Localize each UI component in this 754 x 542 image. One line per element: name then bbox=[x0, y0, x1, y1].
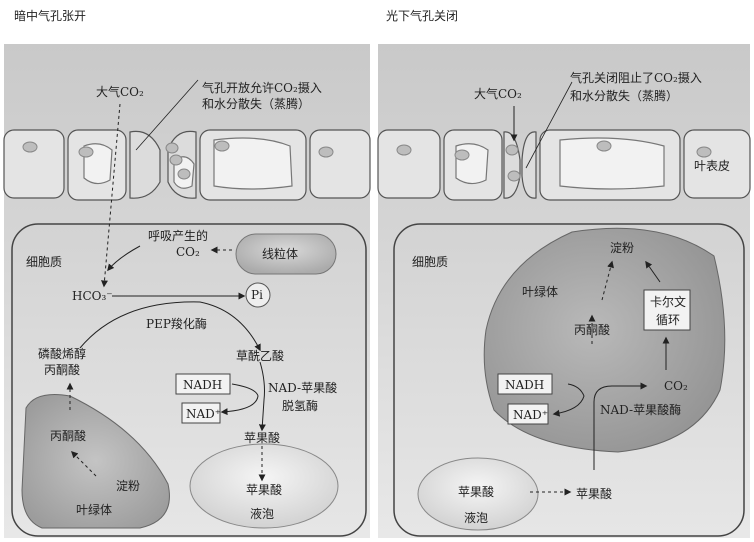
right-panel: 光下气孔关闭 bbox=[377, 8, 751, 538]
right-vac-malate-label: 苹果酸 bbox=[458, 484, 494, 499]
left-stomata-note-2: 和水分散失（蒸腾） bbox=[202, 96, 310, 111]
pi-label: Pi bbox=[251, 288, 263, 302]
calvin-label-line1: 卡尔文 bbox=[650, 294, 686, 309]
right-chloroplast-label: 叶绿体 bbox=[522, 284, 558, 299]
left-chloroplast-label: 叶绿体 bbox=[76, 502, 112, 517]
left-chloroplast bbox=[21, 394, 170, 529]
right-atmos-co2: 大气CO₂ bbox=[474, 86, 522, 101]
right-vacuole-label: 液泡 bbox=[464, 510, 488, 525]
left-nad-box bbox=[181, 402, 221, 424]
mitochondria-label: 线粒体 bbox=[262, 246, 298, 261]
mdh-label-line2: 脱氢酶 bbox=[282, 398, 318, 413]
left-arrows bbox=[66, 79, 266, 482]
right-vacuole bbox=[417, 457, 539, 531]
right-stomata-note-1: 气孔关闭阻止了CO₂摄入 bbox=[570, 70, 702, 85]
pep-label-line1: 磷酸烯醇 bbox=[38, 346, 86, 361]
right-arrows bbox=[510, 81, 670, 496]
right-nadh-box bbox=[497, 373, 553, 395]
right-starch-label: 淀粉 bbox=[610, 241, 634, 255]
left-vac-malate-label: 苹果酸 bbox=[246, 482, 282, 497]
pi-circle bbox=[245, 282, 271, 308]
hco3-label: HCO₃⁻ bbox=[72, 289, 113, 303]
left-starch-label: 淀粉 bbox=[116, 479, 140, 493]
right-stomata-note-2: 和水分散失（蒸腾） bbox=[570, 88, 678, 103]
left-cytoplasm: 细胞质 bbox=[26, 255, 62, 269]
right-cyto-malate-label: 苹果酸 bbox=[576, 486, 612, 501]
left-nad-label: NAD⁺ bbox=[186, 407, 221, 421]
mitochondria bbox=[235, 233, 337, 275]
right-title: 光下气孔关闭 bbox=[386, 8, 458, 23]
right-nadh-label: NADH bbox=[505, 378, 544, 392]
left-nadh-label: NADH bbox=[183, 378, 222, 392]
right-cytoplasm: 细胞质 bbox=[412, 255, 448, 269]
left-malate-label: 苹果酸 bbox=[244, 430, 280, 445]
left-vacuole-label: 液泡 bbox=[250, 506, 274, 521]
oxaloacetate-label: 草酰乙酸 bbox=[236, 348, 284, 363]
resp-co2-line1: 呼吸产生的 bbox=[148, 228, 208, 243]
left-panel: 暗中气孔张开 bbox=[3, 8, 371, 538]
left-organelles-small bbox=[22, 140, 334, 180]
left-title: 暗中气孔张开 bbox=[14, 8, 86, 23]
resp-co2-line2: CO₂ bbox=[176, 245, 200, 259]
left-epidermis bbox=[3, 129, 371, 201]
right-chloroplast bbox=[483, 227, 726, 453]
right-co2-label: CO₂ bbox=[664, 379, 688, 393]
right-pyruvate-label: 丙酮酸 bbox=[574, 322, 610, 337]
left-nadh-box bbox=[175, 373, 231, 395]
pep-label-line2: 丙酮酸 bbox=[44, 362, 80, 377]
epidermis-label: 叶表皮 bbox=[694, 159, 730, 173]
right-organelles-small bbox=[396, 140, 712, 182]
mdh-label-line1: NAD-苹果酸 bbox=[268, 380, 337, 395]
right-nad-label: NAD⁺ bbox=[513, 408, 548, 422]
left-vacuole bbox=[189, 443, 339, 529]
calvin-cycle-box bbox=[643, 289, 691, 331]
left-atmos-co2: 大气CO₂ bbox=[96, 84, 144, 99]
left-pyruvate-label: 丙酮酸 bbox=[50, 428, 86, 443]
right-epidermis bbox=[377, 129, 751, 201]
malic-enzyme-label: NAD-苹果酸酶 bbox=[600, 402, 681, 417]
pep-carboxylase-label: PEP羧化酶 bbox=[146, 316, 207, 331]
right-nad-box bbox=[507, 403, 549, 425]
calvin-label-line2: 循环 bbox=[656, 313, 680, 327]
left-stomata-note-1: 气孔开放允许CO₂摄入 bbox=[202, 80, 322, 95]
